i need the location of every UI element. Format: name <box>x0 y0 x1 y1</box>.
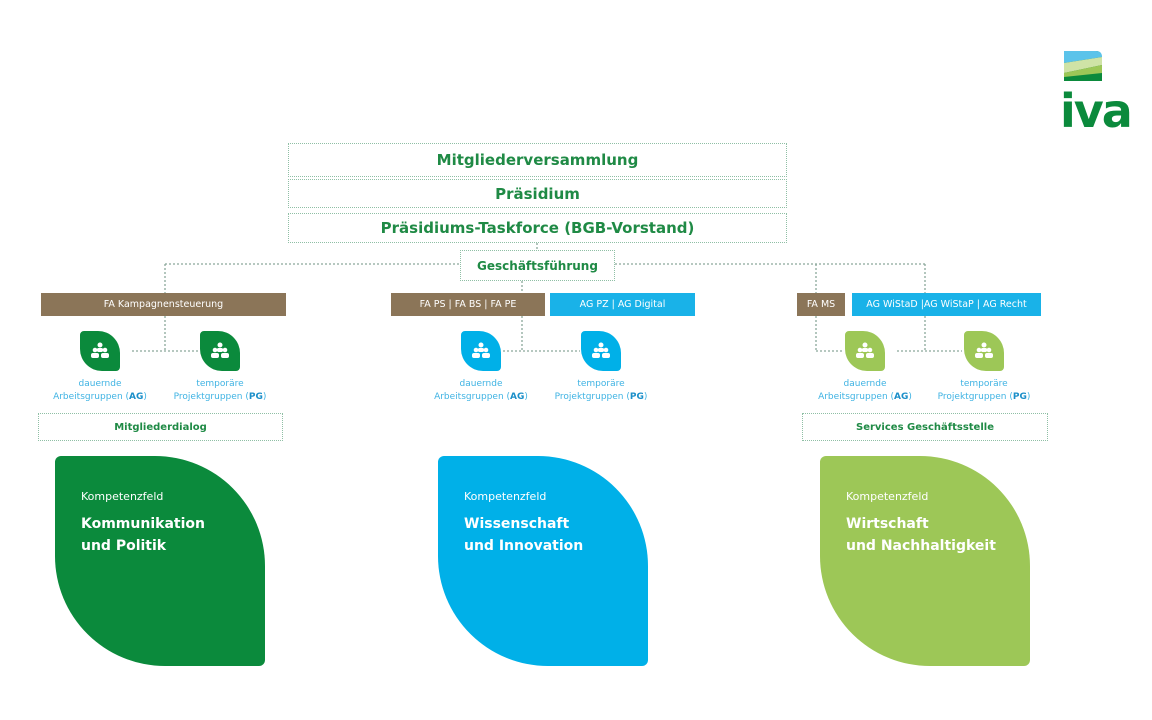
kompetenzfeld-title-2: und Innovation <box>464 538 584 554</box>
taskforce-box: Präsidiums-Taskforce (BGB-Vorstand) <box>288 213 787 243</box>
arbeitsgruppen-group-icon <box>80 331 120 371</box>
bar-fa-kampagnensteuerung: FA Kampagnensteuerung <box>41 293 286 316</box>
label: Geschäftsführung <box>477 258 598 273</box>
bar-fa-ms: FA MS <box>797 293 845 316</box>
pg-line2: Projektgruppen ( <box>937 391 1013 402</box>
iva-logo: iva <box>1060 47 1136 138</box>
label: Mitgliederversammlung <box>436 151 639 169</box>
kompetenzfeld-label: Kompetenzfeld <box>846 490 929 503</box>
ag-abbr: AG <box>129 391 144 402</box>
label: Services Geschäftsstelle <box>856 421 994 433</box>
column-2-service-box: Services Geschäftsstelle <box>802 413 1048 441</box>
arbeitsgruppen-group-icon <box>461 331 501 371</box>
kompetenzfeld-title-1: Wirtschaft <box>846 516 929 532</box>
kompetenzfeld-title-2: und Nachhaltigkeit <box>846 538 996 554</box>
projektgruppen-group-icon <box>581 331 621 371</box>
praesidium-box: Präsidium <box>288 179 787 208</box>
pg-abbr: PG <box>248 391 263 402</box>
arbeitsgruppen-group-icon <box>845 331 885 371</box>
bar-ag-pz-digital: AG PZ | AG Digital <box>550 293 695 316</box>
ag-abbr: AG <box>510 391 525 402</box>
pg-line1: temporäre <box>960 379 1008 389</box>
kompetenzfeld-label: Kompetenzfeld <box>81 490 164 503</box>
mitgliederversammlung-box: Mitgliederversammlung <box>288 143 787 177</box>
kompetenzfeld-title-2: und Politik <box>81 538 167 554</box>
label: Mitgliederdialog <box>114 421 207 433</box>
pg-line1: temporäre <box>196 379 244 389</box>
bar-ag-wistad-wistap-recht: AG WiStaD |AG WiStaP | AG Recht <box>852 293 1041 316</box>
projektgruppen-group-icon <box>964 331 1004 371</box>
ag-line2: Arbeitsgruppen ( <box>53 391 130 402</box>
label: Präsidium <box>495 184 580 203</box>
ag-line2: Arbeitsgruppen ( <box>818 391 895 402</box>
pg-abbr: PG <box>1012 391 1027 402</box>
pg-line2: Projektgruppen ( <box>554 391 630 402</box>
ag-line1: dauernde <box>78 379 122 389</box>
ag-line2: Arbeitsgruppen ( <box>434 391 511 402</box>
pg-line2: Projektgruppen ( <box>173 391 249 402</box>
ag-line1: dauernde <box>459 379 503 389</box>
ag-abbr: AG <box>894 391 909 402</box>
kompetenzfeld-label: Kompetenzfeld <box>464 490 547 503</box>
ag-line1: dauernde <box>843 379 887 389</box>
kompetenzfeld-title-1: Kommunikation <box>81 516 205 532</box>
svg-text:iva: iva <box>1060 84 1131 129</box>
projektgruppen-group-icon <box>200 331 240 371</box>
bar-fa-ps-bs-pe: FA PS | FA BS | FA PE <box>391 293 545 316</box>
kompetenzfeld-title-1: Wissenschaft <box>464 516 570 532</box>
pg-line1: temporäre <box>577 379 625 389</box>
pg-abbr: PG <box>629 391 644 402</box>
column-0-service-box: Mitgliederdialog <box>38 413 283 441</box>
label: Präsidiums-Taskforce (BGB-Vorstand) <box>380 219 695 237</box>
geschaeftsfuehrung-box: Geschäftsführung <box>460 250 615 281</box>
